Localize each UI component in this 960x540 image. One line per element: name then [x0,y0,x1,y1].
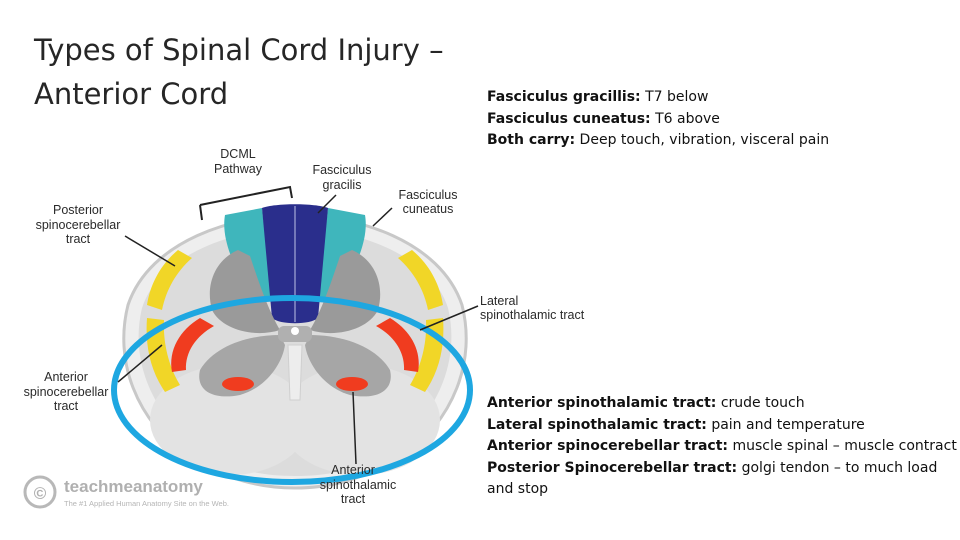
note-term: Fasciculus gracillis: [487,89,641,105]
slide-title-line-1: Types of Spinal Cord Injury – [34,33,444,67]
grey-matter-dorsal-horn-left [209,250,280,334]
post-sc-pointer [124,235,176,267]
note-term: Anterior spinocerebellar tract: [487,438,728,455]
watermark-tagline: The #1 Applied Human Anatomy Site on the… [64,499,229,508]
label-ant-sc-1: Anterior [44,370,88,384]
anterior-spinothalamic-tract-right [336,377,368,391]
label-lat-st-2: spinothalamic tract [480,308,585,322]
anterior-white-matter-right [280,365,440,475]
teachmeanatomy-logo-icon [23,475,57,509]
note-term: Fasciculus cuneatus: [487,110,651,127]
dorsal-column-notes: Fasciculus gracillis: T7 below Fasciculu… [487,87,947,152]
slide-title-line-2: Anterior Cord [34,77,229,111]
watermark-logo-symbol: © [34,484,47,503]
label-ant-sc-2: spinocerebellar [24,385,109,399]
label-cuneatus-1: Fasciculus [398,188,457,202]
note-desc: pain and temperature [706,416,865,433]
label-cuneatus-2: cuneatus [403,202,454,216]
note-desc: T6 above [650,110,720,127]
label-dcml-2: Pathway [214,162,263,176]
label-post-sc-2: spinocerebellar [36,218,121,232]
grey-matter-dorsal-horn-right [310,250,381,334]
note-both-carry: Both carry: Deep touch, vibration, visce… [487,130,947,152]
ant-sc-pointer [117,344,163,383]
spinal-cord-diagram: DCML Pathway Fasciculus gracilis Fascicu… [23,147,585,509]
fasciculus-cuneatus-right [318,208,366,300]
label-post-sc-1: Posterior [53,203,103,217]
cuneatus-pointer [372,207,393,227]
note-desc: crude touch [716,395,805,411]
anterior-median-fissure [287,344,303,401]
posterior-spinocerebellar-tract-left [147,250,192,310]
label-lat-st-1: Lateral [480,294,518,308]
note-posterior-spinocerebellar: Posterior Spinocerebellar tract: golgi t… [487,458,957,501]
lateral-spinothalamic-tract-right [376,318,419,372]
note-term: Anterior spinothalamic tract: [487,395,717,411]
anterior-spinocerebellar-tract-left [146,318,180,392]
label-ant-sc-3: tract [54,399,79,413]
note-term: Posterior Spinocerebellar tract: [487,459,738,476]
note-desc: muscle spinal – muscle contract [728,438,957,455]
note-anterior-spinothalamic: Anterior spinothalamic tract: crude touc… [487,393,957,415]
slide-title: Types of Spinal Cord Injury – Anterior C… [34,28,474,116]
label-gracilis-2: gracilis [323,178,362,192]
label-gracilis-1: Fasciculus [312,163,371,177]
note-fasciculus-cuneatus: Fasciculus cuneatus: T6 above [487,109,947,131]
note-fasciculus-gracilis: Fasciculus gracillis: T7 below [487,87,947,109]
note-anterior-spinocerebellar: Anterior spinocerebellar tract: muscle s… [487,436,957,458]
anterior-white-matter-left [150,365,310,475]
grey-matter-ventral-horn-right [305,335,391,397]
anterior-spinothalamic-tract-left [222,377,254,391]
anterior-cord-highlight [111,295,473,485]
note-desc: T7 below [640,89,709,105]
note-lateral-spinothalamic: Lateral spinothalamic tract: pain and te… [487,415,957,437]
label-ant-st-2: spinothalamic [320,478,396,492]
note-desc: golgi tendon – to much load and stop [487,459,938,498]
note-term: Lateral spinothalamic tract: [487,416,707,433]
anterior-tract-notes: Anterior spinothalamic tract: crude touc… [487,393,957,501]
note-desc: Deep touch, vibration, visceral pain [575,132,830,149]
gracilis-pointer [317,194,337,214]
label-ant-st-1: Anterior [331,463,375,477]
watermark-brand: teachmeanatomy [64,477,203,496]
posterior-spinocerebellar-tract-right [398,250,443,310]
lateral-spinothalamic-tract-left [171,318,214,372]
label-post-sc-3: tract [66,232,91,246]
dcml-bracket [199,185,293,221]
grey-matter-ventral-horn-left [199,335,285,397]
label-dcml-1: DCML [220,147,255,161]
ant-st-pointer [352,391,357,465]
label-ant-st-3: tract [341,492,366,506]
note-term: Both carry: [487,132,576,149]
lat-st-pointer [419,305,479,331]
central-canal [291,327,299,335]
fasciculus-cuneatus-left [224,208,272,300]
